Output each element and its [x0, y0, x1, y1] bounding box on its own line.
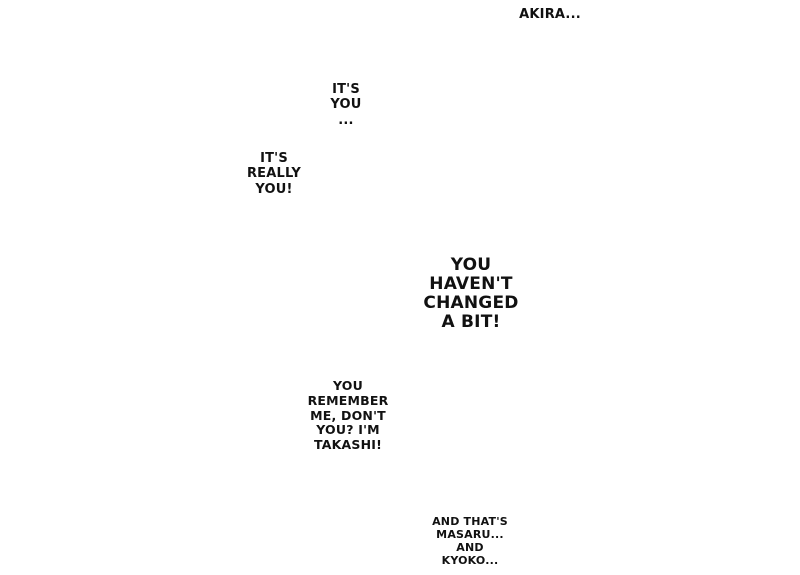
- speech-line: AKIRA...: [519, 7, 581, 22]
- speech-text-akira: AKIRA...: [510, 7, 590, 22]
- speech-text-its-really-you: IT'S REALLY YOU!: [244, 151, 304, 197]
- speech-line: IT'S: [332, 82, 360, 97]
- speech-line: REMEMBER: [307, 392, 389, 408]
- speech-line: AND: [456, 540, 484, 554]
- speech-text-its-you: IT'S YOU ...: [316, 82, 376, 128]
- speech-line: YOU? I'M: [316, 422, 380, 438]
- speech-line: KYOKO...: [441, 553, 499, 567]
- speech-line: HAVEN'T: [429, 274, 513, 295]
- speech-line: REALLY: [246, 166, 302, 182]
- speech-text-havent-changed: YOU HAVEN'T CHANGED A BIT!: [415, 255, 527, 333]
- speech-line: YOU: [330, 97, 362, 113]
- speech-line: IT'S: [260, 151, 288, 166]
- speech-line: MASARU...: [436, 527, 504, 541]
- speech-line: TAKASHI!: [313, 437, 382, 452]
- speech-line: CHANGED: [423, 293, 519, 314]
- speech-line: YOU!: [255, 181, 293, 197]
- speech-line: AND THAT'S: [432, 515, 508, 528]
- speech-text-remember-me: YOU REMEMBER ME, DON'T YOU? I'M TAKASHI!: [302, 378, 394, 453]
- speech-line: YOU: [450, 255, 492, 275]
- speech-line: ...: [338, 112, 354, 128]
- speech-line: ME, DON'T: [310, 407, 386, 423]
- speech-line: YOU: [333, 378, 363, 393]
- speech-text-masaru-kyoko: AND THAT'S MASARU... AND KYOKO...: [426, 515, 514, 568]
- speech-line: A BIT!: [441, 312, 501, 333]
